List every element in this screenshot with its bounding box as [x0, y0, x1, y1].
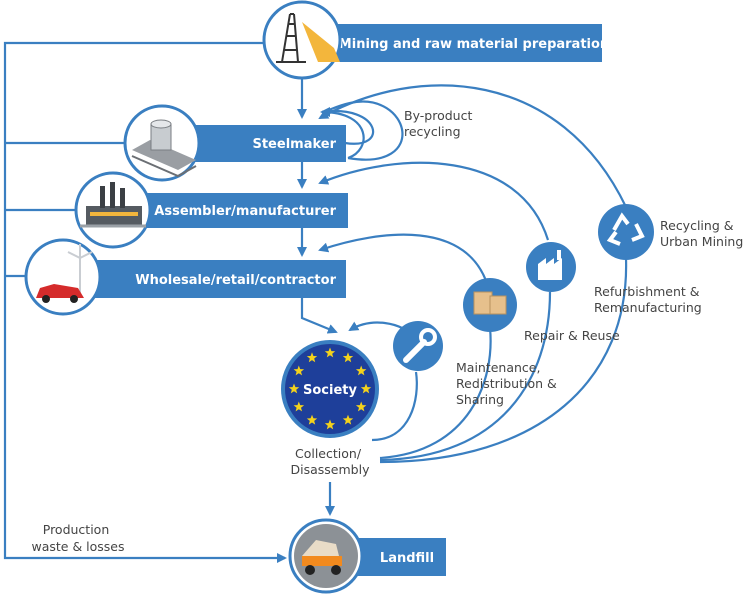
steelmaker-label: Steelmaker: [252, 137, 336, 152]
star-icon: [288, 383, 300, 394]
car-turbine-icon: [24, 238, 102, 316]
star-icon: [293, 365, 305, 376]
steel-coil-icon: [123, 104, 201, 182]
star-icon: [324, 419, 336, 430]
wholesale-label: Wholesale/retail/contractor: [135, 273, 336, 288]
star-icon: [324, 347, 336, 358]
star-icon: [306, 352, 318, 363]
recycle-icon: [598, 204, 654, 260]
factory-icon: [74, 171, 152, 249]
star-icon: [355, 401, 367, 412]
assembler-label: Assembler/manufacturer: [154, 204, 336, 219]
star-icon: [360, 383, 372, 394]
wrench-icon: [393, 321, 443, 371]
repair-label: Repair & Reuse: [524, 328, 620, 343]
landfill-label: Landfill: [380, 551, 434, 566]
society-node: Society: [281, 340, 379, 438]
star-icon: [342, 414, 354, 425]
assembler-box: [130, 193, 348, 228]
dump-truck-icon: [288, 518, 364, 594]
star-icon: [293, 401, 305, 412]
star-icon: [342, 352, 354, 363]
production-waste-line: [3, 41, 287, 563]
refurbishment-label: Refurbishment & Remanufacturing: [594, 284, 704, 315]
star-icon: [355, 365, 367, 376]
eu-stars: [288, 347, 372, 430]
collection-label: Collection/ Disassembly: [291, 446, 371, 477]
oil-derrick-icon: [262, 0, 342, 80]
refurbishment-factory-icon: [526, 242, 576, 292]
recycling-label: Recycling & Urban Mining: [660, 218, 743, 249]
return-loops: [318, 84, 628, 464]
mining-box: [318, 24, 602, 62]
star-icon: [306, 414, 318, 425]
steelmaker-box: [178, 125, 346, 162]
production-waste-label: Production waste & losses: [31, 522, 124, 554]
maintenance-label: Maintenance, Redistribution & Sharing: [456, 360, 561, 407]
wholesale-box: [80, 260, 346, 298]
mining-label: Mining and raw material preparation: [339, 37, 609, 52]
boxes-icon: [463, 278, 517, 332]
byproduct-recycling-label: By-product recycling: [404, 108, 476, 139]
society-label: Society: [303, 383, 357, 398]
